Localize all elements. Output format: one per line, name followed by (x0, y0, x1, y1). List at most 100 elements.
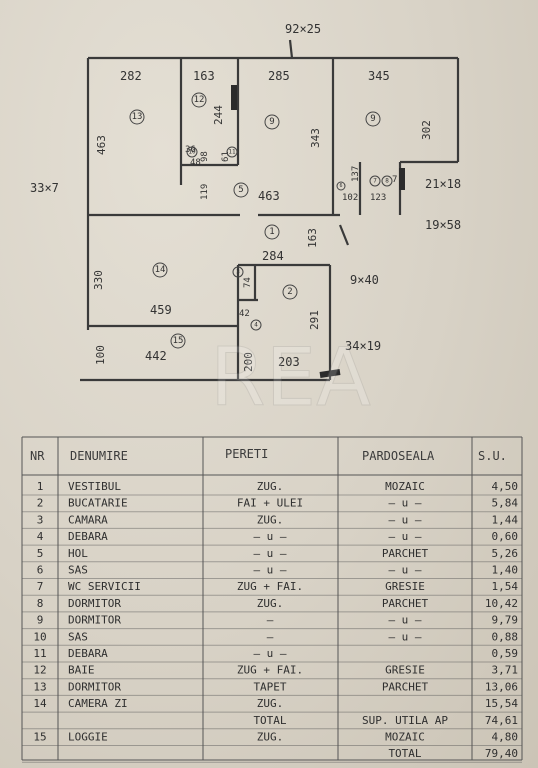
cell-name: DORMITOR (68, 597, 121, 610)
svg-text:4: 4 (254, 322, 258, 329)
svg-text:12: 12 (194, 95, 205, 105)
cell-floor: — u — (388, 614, 421, 627)
cell-floor: GRESIE (385, 664, 425, 677)
cell-nr: 15 (33, 731, 46, 744)
cell-walls: — u — (253, 547, 286, 560)
svg-text:9: 9 (370, 114, 375, 124)
cell-name: BAIE (68, 664, 95, 677)
cell-nr: 13 (33, 680, 46, 693)
room-3: 3 (232, 266, 244, 278)
room-12: 12 (191, 92, 207, 108)
cell-name: HOL (68, 547, 88, 560)
cell-nr: 14 (33, 697, 47, 710)
dim-r15-height: 100 (94, 345, 107, 365)
cell-area: 5,84 (492, 497, 519, 510)
dim-102: 102 (342, 193, 358, 203)
room-7: 7 (369, 175, 381, 187)
cell-area: 0,60 (492, 530, 519, 543)
cell-floor: — u — (388, 630, 421, 643)
cell-name: DEBARA (68, 530, 108, 543)
cell-nr: 5 (37, 547, 44, 560)
col-header-nr: NR (30, 449, 45, 463)
room-10: 10 (186, 146, 198, 158)
cell-floor: PARCHET (382, 547, 429, 560)
svg-text:6: 6 (339, 183, 342, 189)
cell-name: SAS (68, 630, 88, 643)
cell-walls: ZUG. (257, 597, 284, 610)
cell-floor: MOZAIC (385, 731, 425, 744)
svg-text:2: 2 (287, 287, 292, 297)
dim-r14-width: 459 (150, 303, 172, 317)
dim-33x7: 33×7 (30, 181, 59, 195)
svg-text:15: 15 (173, 336, 184, 346)
cell-area: 0,88 (492, 630, 519, 643)
dim-21x18: 21×18 (425, 177, 461, 191)
dim-119: 119 (200, 184, 210, 200)
dim-hall-463: 463 (258, 189, 280, 203)
cell-walls: — (267, 614, 274, 627)
cell-walls: ZUG. (257, 513, 284, 526)
plan-walls (80, 39, 460, 382)
dim-9x40: 9×40 (350, 273, 379, 287)
cell-walls: ZUG + FAI. (237, 664, 303, 677)
dim-r15-width: 442 (145, 349, 167, 363)
cell-walls: — (267, 630, 274, 643)
room-2: 2 (282, 284, 298, 300)
cell-name: CAMARA (68, 513, 108, 526)
dim-137: 137 (351, 166, 361, 182)
cell-name: DORMITOR (68, 614, 121, 627)
dim-200: 200 (242, 352, 255, 372)
cell-name: BUCATARIE (68, 497, 128, 510)
cell-nr: 8 (37, 597, 44, 610)
room-1: 1 (264, 224, 280, 240)
cell-nr: 11 (33, 647, 46, 660)
dim-19x58: 19×58 (425, 218, 461, 232)
room-14: 14 (152, 262, 168, 278)
svg-text:REA: REA (210, 331, 371, 420)
svg-text:14: 14 (155, 265, 166, 275)
cell-floor: — u — (388, 513, 421, 526)
dim-291: 291 (308, 310, 321, 330)
dim-42: 42 (239, 309, 250, 319)
room-13: 13 (129, 109, 145, 125)
cell-nr: 3 (37, 513, 44, 526)
cell-area: 15,54 (485, 697, 518, 710)
dim-r9b-width: 345 (368, 69, 390, 83)
svg-text:11: 11 (228, 149, 236, 156)
col-header-name: DENUMIRE (70, 449, 128, 463)
cell-floor: — u — (388, 530, 421, 543)
dim-r9a-width: 285 (268, 69, 290, 83)
dim-r13-height: 463 (95, 135, 108, 155)
room-11: 11 (226, 146, 238, 158)
svg-text:3: 3 (236, 269, 240, 276)
cell-walls: TOTAL (253, 714, 286, 727)
dim-163: 163 (306, 228, 319, 248)
cell-area: 9,79 (492, 614, 519, 627)
cell-floor: PARCHET (382, 597, 429, 610)
cell-name: CAMERA ZI (68, 697, 128, 710)
cell-name: DORMITOR (68, 680, 121, 693)
col-header-walls: PERETI (225, 447, 268, 461)
col-header-area: S.U. (478, 449, 507, 463)
watermark-logo: REA (210, 331, 372, 421)
cell-nr: 9 (37, 614, 44, 627)
cell-nr: 10 (33, 630, 46, 643)
dim-61: 61 (221, 151, 231, 162)
dim-r9b-height: 302 (420, 120, 433, 140)
cell-walls: ZUG + FAI. (237, 580, 303, 593)
dim-top: 92×25 (285, 22, 321, 36)
cell-area: 1,40 (492, 564, 519, 577)
